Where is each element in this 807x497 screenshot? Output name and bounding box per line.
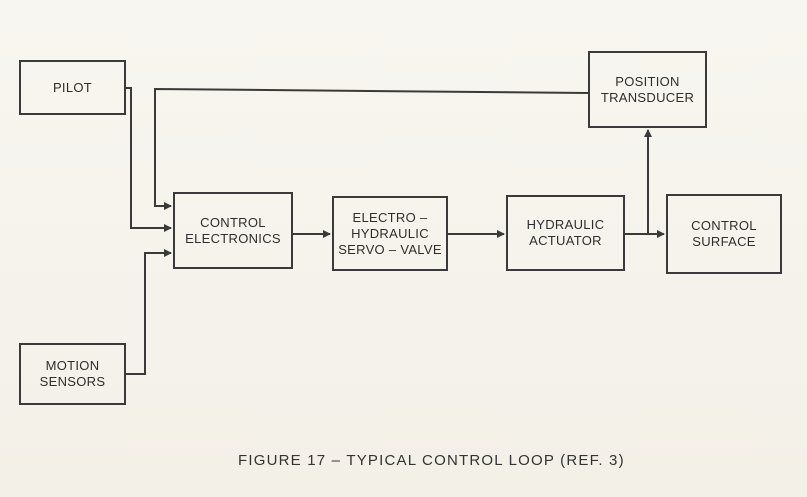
hydraulic-actuator-block: HYDRAULIC ACTUATOR	[506, 195, 625, 271]
arrow-pilot-to-control	[126, 87, 172, 232]
arrow-sensors-to-control	[126, 249, 172, 375]
motion-sensors-block: MOTION SENSORS	[19, 343, 126, 405]
figure-caption: FIGURE 17 – TYPICAL CONTROL LOOP (REF. 3…	[238, 452, 625, 469]
servo-valve-block: ELECTRO – HYDRAULIC SERVO – VALVE	[332, 196, 448, 271]
position-transducer-block: POSITION TRANSDUCER	[588, 51, 707, 128]
control-surface-block: CONTROL SURFACE	[666, 194, 782, 274]
pilot-block: PILOT	[19, 60, 126, 115]
arrow-feedback-to-control	[154, 87, 589, 210]
control-electronics-block: CONTROL ELECTRONICS	[173, 192, 293, 269]
